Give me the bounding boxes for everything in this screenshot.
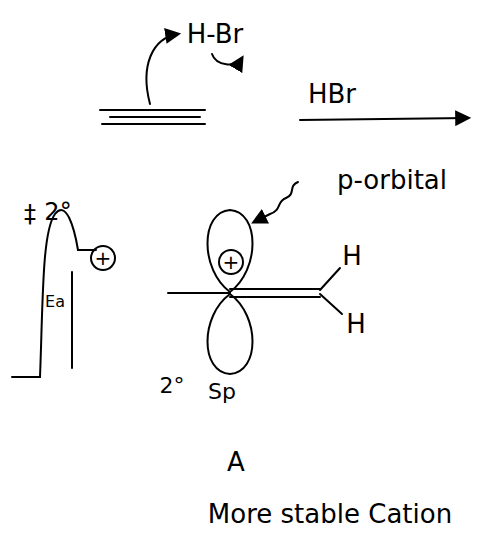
orbital-label: p-orbital: [337, 167, 447, 193]
caption-note: More stable Cation: [208, 501, 452, 527]
triple-bond: [102, 123, 205, 125]
charge: +: [95, 248, 112, 268]
charge-circle: [219, 250, 243, 274]
pointer-arrow: [254, 182, 298, 222]
curved-arrow: [146, 34, 178, 104]
energy-curve: [12, 210, 96, 377]
curved-arrow: [212, 54, 242, 64]
reaction-arrow: [300, 118, 468, 120]
triple-bond: [110, 116, 200, 118]
degree-label: 2°: [160, 375, 185, 397]
ea-line: [71, 272, 73, 368]
reagent: H-Br: [187, 21, 244, 47]
atom-label: H: [342, 243, 362, 269]
hybrid-label: Sp: [208, 381, 236, 403]
bond: [320, 294, 342, 314]
double-bond: [230, 296, 320, 298]
energy-label: Ea: [45, 294, 65, 310]
bond: [320, 268, 340, 290]
degree-label: 2°: [44, 200, 71, 224]
compound-label: A: [227, 449, 245, 475]
orbital-lobe: [208, 210, 253, 292]
charge: +: [223, 252, 240, 272]
reagent: HBr: [308, 81, 356, 107]
double-bond: [230, 288, 320, 290]
symbol: ‡: [24, 202, 36, 226]
charge-circle: [91, 246, 115, 270]
triple-bond: [100, 109, 205, 111]
bond: [168, 292, 230, 294]
orbital-lobe: [208, 294, 253, 374]
atom-label: H: [346, 311, 366, 337]
